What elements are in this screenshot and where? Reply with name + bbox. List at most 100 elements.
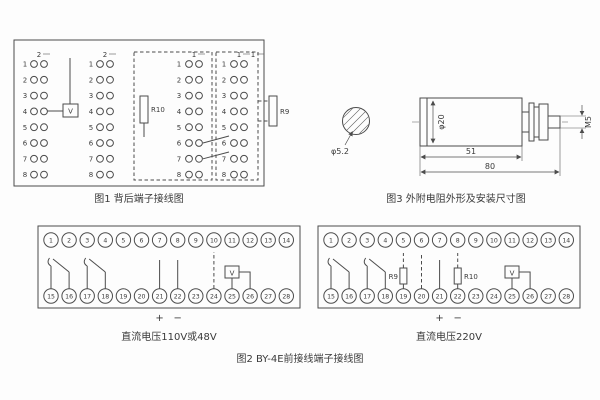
- fig1-terminal-circle: [30, 123, 38, 132]
- fig1-terminal-circle: [195, 139, 203, 147]
- fig1-terminal-circle: [30, 75, 38, 84]
- terminal: [170, 232, 186, 248]
- fig1-row-number: 2: [222, 76, 226, 84]
- terminal-number: 12: [526, 237, 534, 244]
- fig1-terminal-circle: [96, 107, 104, 116]
- fig1-terminal-circle: [240, 154, 248, 163]
- terminal: [242, 232, 258, 248]
- terminal-number: 15: [327, 293, 335, 300]
- hole-leader-line: [344, 131, 353, 146]
- strip-220v-caption: 直流电压220V: [416, 330, 482, 343]
- fig1-terminal-circle: [106, 107, 114, 116]
- collar: [521, 111, 530, 133]
- terminal: [151, 288, 168, 304]
- contact-blade: [52, 258, 70, 273]
- total-length-label: 80: [485, 162, 495, 171]
- fig1-row-number: 8: [222, 171, 226, 179]
- terminal-number: 17: [83, 293, 91, 300]
- fig1-row-number: 7: [177, 155, 181, 163]
- fig1-terminal-circle: [40, 60, 48, 68]
- fig1-terminal-circle: [240, 170, 248, 179]
- terminal: [79, 232, 95, 248]
- terminal: [522, 288, 538, 304]
- terminal: [359, 232, 375, 248]
- terminal-number: 13: [264, 237, 272, 244]
- terminal: [188, 288, 204, 304]
- terminal: [486, 288, 502, 304]
- polarity-minus: −: [454, 313, 462, 324]
- terminal-number: 10: [210, 237, 218, 244]
- terminal-number: 25: [228, 293, 236, 300]
- terminal: [61, 288, 77, 304]
- terminal: [206, 288, 222, 304]
- terminal-number: 24: [490, 293, 498, 300]
- terminal-number: 5: [121, 237, 125, 244]
- fig1-terminal-circle: [185, 154, 193, 163]
- fig1-row-number: 5: [222, 124, 226, 132]
- fig1-terminal-circle: [30, 154, 38, 163]
- relay-contacts: [327, 257, 386, 289]
- fig1-terminal-circle: [185, 170, 193, 179]
- fig1-terminal-circle: [240, 60, 248, 68]
- fig1-row-number: 6: [89, 140, 94, 148]
- terminal: [341, 232, 357, 248]
- fig1-row-number: 3: [222, 92, 226, 100]
- terminal-number: 1: [49, 237, 53, 244]
- fig1-row-number: 7: [89, 155, 93, 163]
- terminal: [260, 232, 276, 248]
- terminal-number: 9: [474, 237, 478, 244]
- fig1-terminal-circle: [106, 75, 114, 84]
- voltmeter-wire: [239, 271, 251, 289]
- fig1-row-number: 6: [222, 140, 227, 148]
- terminal-number: 1: [329, 237, 333, 244]
- terminal-number: 22: [454, 293, 462, 300]
- contact-blade: [88, 258, 106, 273]
- r9-label: R9: [389, 273, 398, 281]
- fig1-terminal-circle: [185, 139, 193, 147]
- terminal-number: 19: [119, 293, 127, 300]
- terminal-number: 24: [210, 293, 218, 300]
- terminal: [395, 288, 412, 304]
- fig1-terminal-circle: [230, 107, 238, 116]
- fig1-terminal-circle: [40, 170, 48, 179]
- terminal: [79, 288, 95, 304]
- terminal-number: 21: [436, 293, 444, 300]
- terminal-number: 14: [562, 237, 570, 244]
- fig1-top-label: 1: [237, 51, 241, 59]
- terminal: [359, 288, 375, 304]
- terminal-number: 28: [282, 293, 290, 300]
- terminal: [278, 232, 294, 248]
- terminal: [431, 232, 448, 248]
- fig1-terminal-circle: [230, 60, 238, 68]
- fig1-terminal-circle: [106, 60, 114, 68]
- thread-size-label: M5: [584, 116, 593, 128]
- terminal-number: 18: [101, 293, 109, 300]
- terminal: [450, 232, 466, 248]
- fig1-row-number: 5: [177, 124, 181, 132]
- contact-hook: [47, 257, 52, 267]
- fig1-r10-label: R10: [151, 106, 165, 114]
- terminal: [540, 232, 556, 248]
- terminal-number: 17: [363, 293, 371, 300]
- polarity-plus: +: [155, 313, 163, 324]
- fig1-row-number: 8: [177, 171, 181, 179]
- fig1-terminal-circle: [195, 60, 203, 68]
- body-diameter-label: φ20: [437, 114, 446, 129]
- fig1-row-number: 1: [23, 61, 27, 69]
- fig1-terminal-circle: [96, 139, 104, 147]
- strip-frame: [37, 225, 301, 309]
- fig1-terminal-circle: [195, 75, 203, 84]
- voltmeter-label: V: [230, 270, 235, 278]
- fig1-terminal-circle: [185, 107, 193, 116]
- fig1-terminal-circle: [40, 123, 48, 132]
- fig1-row-number: 1: [177, 61, 181, 69]
- strip-110v-caption: 直流电压110V或48V: [121, 330, 217, 343]
- terminal: [431, 288, 448, 304]
- terminal-number: 19: [399, 293, 407, 300]
- terminal-number: 9: [194, 237, 198, 244]
